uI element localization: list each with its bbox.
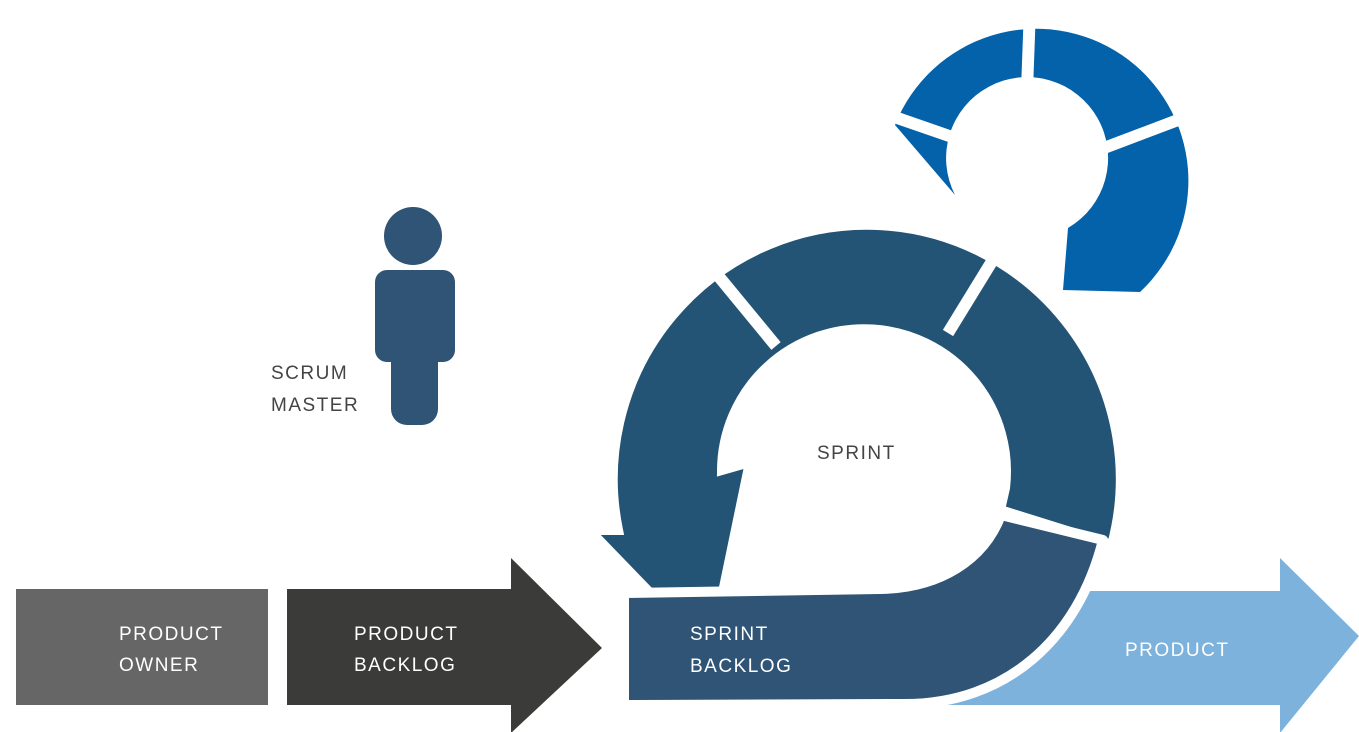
product-owner-box <box>16 589 268 705</box>
product-label: PRODUCT <box>1125 640 1229 661</box>
product-backlog-line1: PRODUCT <box>354 624 458 645</box>
scrum-master-line1: SCRUM <box>271 363 348 384</box>
scrum-master-line2: MASTER <box>271 395 359 416</box>
sprint-label: SPRINT <box>817 443 896 464</box>
daily-cycle-ring <box>895 28 1189 292</box>
sprint-backlog-line2: BACKLOG <box>690 656 792 677</box>
product-backlog-label: PRODUCT BACKLOG <box>354 624 458 676</box>
product-backlog-line2: BACKLOG <box>354 655 456 676</box>
sprint-backlog-arrow <box>619 510 1108 710</box>
product-backlog-arrow <box>287 558 602 732</box>
sprint-backlog-label: SPRINT BACKLOG <box>690 624 792 677</box>
sprint-backlog-line1: SPRINT <box>690 624 769 645</box>
product-owner-label: PRODUCT OWNER <box>119 624 223 676</box>
sprint-cycle <box>577 219 1126 666</box>
product-owner-line1: PRODUCT <box>119 624 223 645</box>
daily-cycle <box>878 7 1189 292</box>
scrum-master-person-icon <box>375 207 455 425</box>
scrum-master-label: SCRUM MASTER <box>271 363 359 416</box>
sprint-cycle-ring <box>577 219 1126 666</box>
product-owner-line2: OWNER <box>119 655 199 676</box>
